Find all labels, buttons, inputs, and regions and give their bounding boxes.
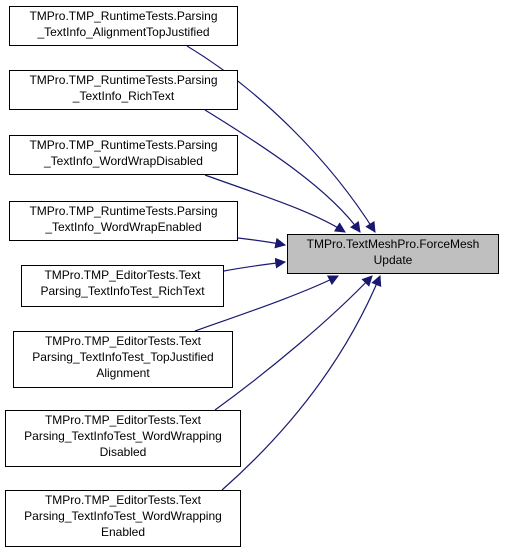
caller-node-line: _TextInfo_WordWrapDisabled (44, 154, 203, 168)
caller-node-word-wrapping-enabled-editor[interactable]: TMPro.TMP_EditorTests.Text Parsing_TextI… (5, 490, 241, 547)
caller-node-line: TMPro.TMP_EditorTests.Text (44, 413, 202, 427)
caller-node-line: _TextInfo_AlignmentTopJustified (37, 25, 210, 39)
caller-node-line: _TextInfo_RichText (72, 89, 175, 103)
call-edge-1 (186, 45, 376, 233)
caller-node-line: Parsing_TextInfoTest_RichText (40, 284, 205, 298)
caller-node-word-wrapping-disabled-editor[interactable]: TMPro.TMP_EditorTests.Text Parsing_TextI… (5, 410, 241, 467)
caller-node-rich-text-editor[interactable]: TMPro.TMP_EditorTests.Text Parsing_TextI… (21, 265, 224, 307)
caller-node-line: TMPro.TMP_RuntimeTests.Parsing (29, 138, 218, 152)
caller-node-word-wrap-enabled-runtime[interactable]: TMPro.TMP_RuntimeTests.Parsing _TextInfo… (9, 201, 238, 241)
caller-node-line: Alignment (96, 366, 150, 380)
call-edge-3 (204, 174, 346, 233)
call-edge-4 (237, 237, 287, 249)
caller-node-top-justified-alignment-editor[interactable]: TMPro.TMP_EditorTests.Text Parsing_TextI… (13, 331, 233, 388)
target-node-line-2: Update (373, 253, 413, 267)
call-edge-7 (214, 275, 373, 411)
caller-node-line: Parsing_TextInfoTest_WordWrapping (24, 429, 222, 443)
call-edge-8 (221, 275, 382, 491)
call-edge-2 (204, 109, 361, 233)
caller-node-line: TMPro.TMP_EditorTests.Text (44, 334, 202, 348)
caller-node-line: TMPro.TMP_RuntimeTests.Parsing (29, 73, 218, 87)
caller-node-line: Parsing_TextInfoTest_WordWrapping (24, 509, 222, 523)
caller-node-line: Disabled (99, 445, 147, 459)
caller-node-word-wrap-disabled-runtime[interactable]: TMPro.TMP_RuntimeTests.Parsing _TextInfo… (9, 135, 238, 175)
caller-node-line: _TextInfo_WordWrapEnabled (45, 220, 202, 234)
call-edge-6 (194, 275, 339, 332)
caller-node-alignment-top-justified[interactable]: TMPro.TMP_RuntimeTests.Parsing _TextInfo… (9, 6, 238, 46)
caller-node-line: TMPro.TMP_RuntimeTests.Parsing (29, 9, 218, 23)
call-edge-5 (223, 257, 287, 272)
caller-node-rich-text-runtime[interactable]: TMPro.TMP_RuntimeTests.Parsing _TextInfo… (9, 70, 238, 110)
caller-node-line: TMPro.TMP_EditorTests.Text (44, 268, 201, 282)
caller-node-line: TMPro.TMP_RuntimeTests.Parsing (29, 204, 218, 218)
caller-node-line: Enabled (100, 525, 146, 539)
target-node-line-1: TMPro.TextMeshPro.ForceMesh (306, 237, 480, 251)
target-node-forcemeshupdate[interactable]: TMPro.TextMeshPro.ForceMesh Update (287, 234, 499, 274)
caller-node-line: TMPro.TMP_EditorTests.Text (44, 493, 202, 507)
caller-node-line: Parsing_TextInfoTest_TopJustified (32, 350, 214, 364)
